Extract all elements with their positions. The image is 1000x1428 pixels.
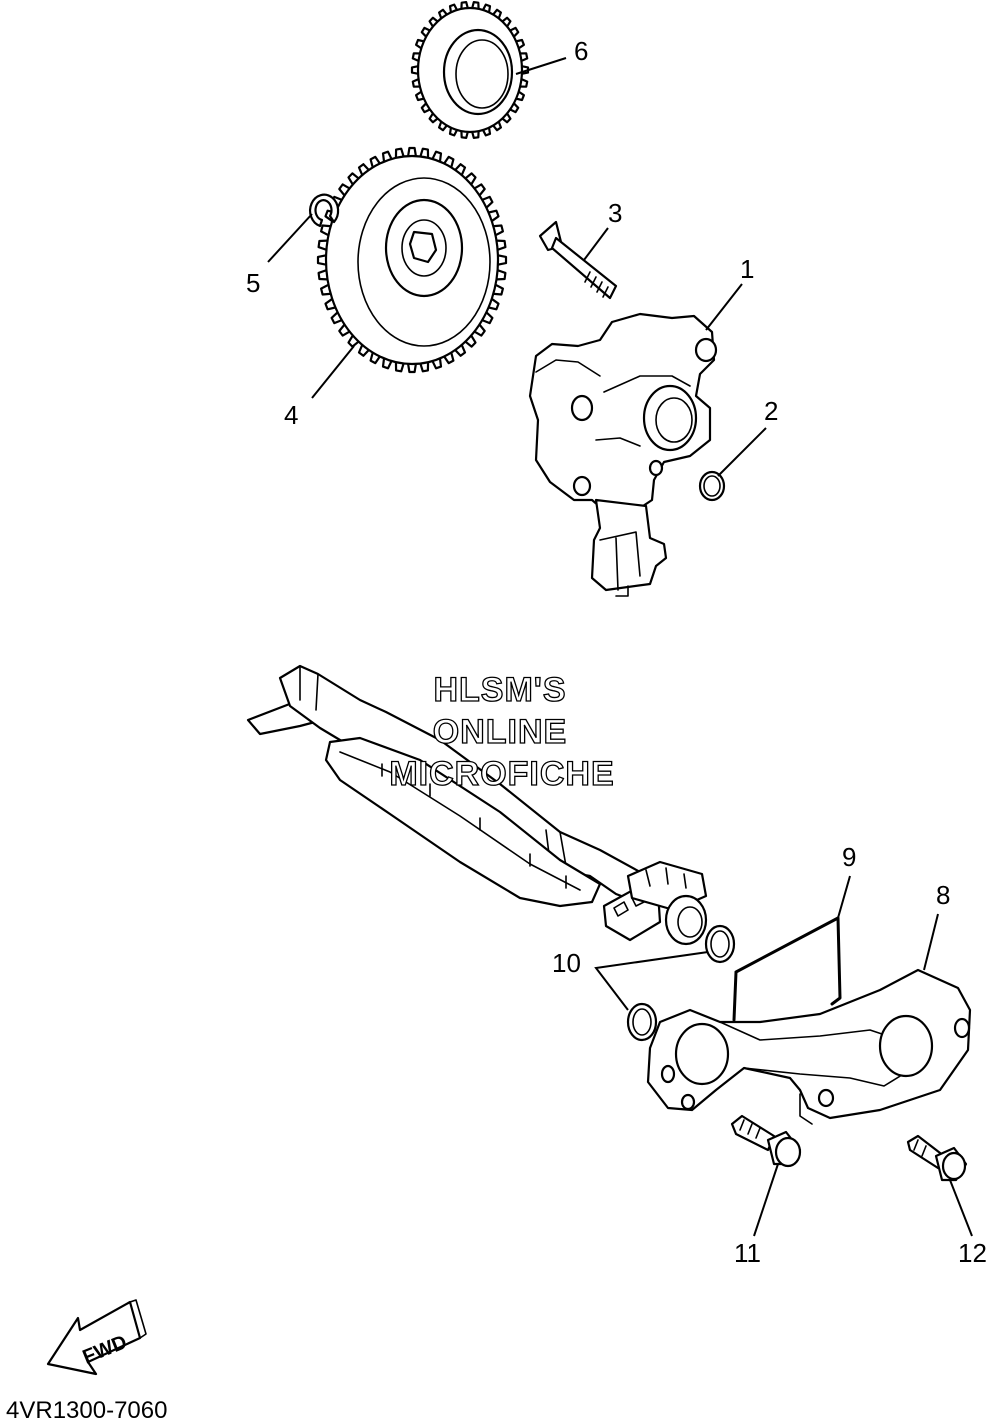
watermark-line-1: HLSM'S [433, 671, 566, 709]
gasket-9 [732, 916, 842, 1022]
fwd-arrow: FWD [46, 1299, 147, 1376]
callout-8: 8 [936, 880, 950, 910]
o-ring-2 [698, 470, 726, 502]
bolt-12 [906, 1134, 968, 1182]
watermark-line-3: MICROFICHE [389, 755, 614, 793]
o-ring-10-upper [704, 924, 736, 964]
callout-3: 3 [608, 198, 622, 228]
leader-6 [515, 57, 567, 75]
callout-1: 1 [740, 254, 754, 284]
leader-9 [837, 875, 851, 919]
leader-3 [583, 227, 609, 261]
leader-5 [267, 213, 313, 263]
circlip-5 [308, 193, 340, 228]
callout-11: 11 [734, 1238, 761, 1268]
watermark: HLSM'S ONLINE MICROFICHE [389, 670, 615, 793]
callout-5: 5 [246, 268, 260, 298]
leader-12 [949, 1179, 973, 1237]
callout-9: 9 [842, 842, 856, 872]
oil-pipe-8 [646, 968, 972, 1125]
callout-12: 12 [958, 1238, 987, 1268]
o-ring-10-lower [626, 1002, 658, 1042]
oil-strainer-pipe [246, 664, 708, 946]
leader-2 [717, 427, 767, 477]
callout-2: 2 [764, 396, 778, 426]
gear-4 [316, 146, 508, 374]
callout-6: 6 [574, 36, 588, 66]
oil-pump-1 [528, 312, 718, 597]
reference-number: 4VR1300-7060 [6, 1397, 167, 1424]
callout-4: 4 [284, 400, 298, 430]
leader-10 [594, 951, 709, 1011]
bolt-11 [730, 1114, 802, 1168]
leader-1 [705, 283, 743, 331]
leader-11 [753, 1163, 779, 1237]
callout-labels: 1 2 3 4 5 6 8 9 10 11 12 [246, 36, 987, 1268]
leader-8 [923, 913, 939, 971]
leader-lines [267, 57, 973, 1237]
bolt-3 [538, 220, 618, 300]
leader-4 [311, 345, 355, 399]
watermark-line-2: ONLINE [433, 713, 567, 751]
gear-6 [410, 0, 530, 139]
callout-10: 10 [552, 948, 581, 978]
